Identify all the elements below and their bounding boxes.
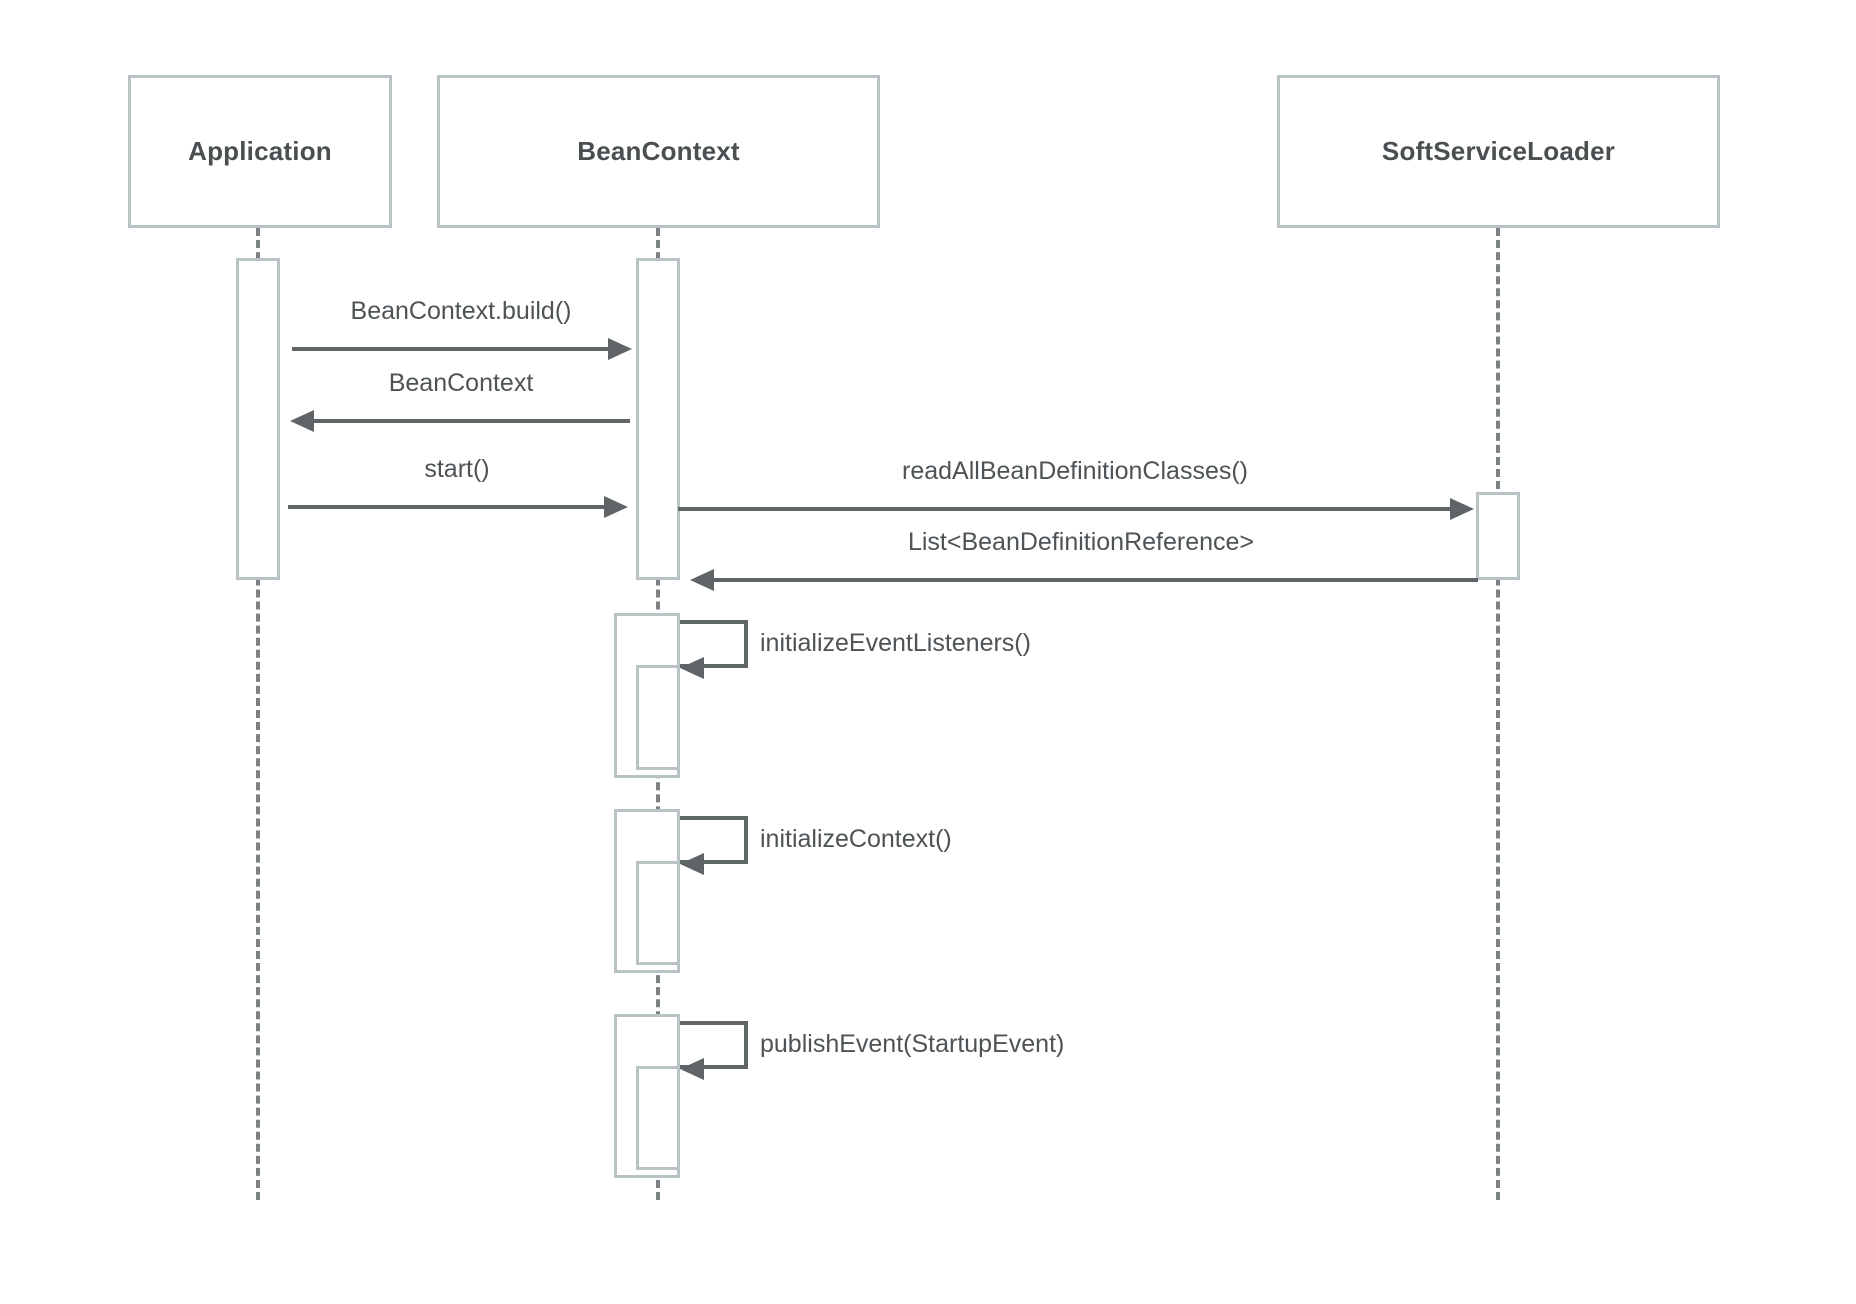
message-arrowhead-start (604, 496, 628, 518)
activation-beancontext-main[interactable] (636, 258, 680, 580)
selfcall-path-initialize-context[interactable] (680, 816, 748, 864)
selfcall-arrowhead-publish-event (680, 1058, 704, 1080)
message-line-start[interactable] (288, 505, 604, 509)
message-line-read-all-bean-definition-classes[interactable] (678, 507, 1450, 511)
activation-softserviceloader[interactable] (1476, 492, 1520, 580)
selfcall-label-initialize-context: initializeContext() (760, 825, 952, 853)
selfcall-label-initialize-event-listeners: initializeEventListeners() (760, 629, 1031, 657)
lifeline-application (256, 228, 260, 1200)
message-line-beancontext-return[interactable] (314, 419, 630, 423)
message-arrowhead-list-bean-definition-reference (690, 569, 714, 591)
activation-application[interactable] (236, 258, 280, 580)
activation-beancontext-inner-2[interactable] (636, 861, 680, 965)
message-label-beancontext-return: BeanContext (388, 369, 534, 397)
selfcall-path-publish-event[interactable] (680, 1021, 748, 1069)
selfcall-arrowhead-initialize-event-listeners (680, 657, 704, 679)
activation-beancontext-inner-3[interactable] (636, 1066, 680, 1170)
message-label-read-all-bean-definition-classes: readAllBeanDefinitionClasses() (902, 457, 1248, 485)
message-line-list-bean-definition-reference[interactable] (714, 578, 1478, 582)
participant-beancontext[interactable]: BeanContext (437, 75, 880, 228)
participant-label-application: Application (188, 136, 332, 166)
message-arrowhead-read-all-bean-definition-classes (1450, 498, 1474, 520)
selfcall-arrowhead-initialize-context (680, 853, 704, 875)
message-arrowhead-beancontext-build (608, 338, 632, 360)
participant-softserviceloader[interactable]: SoftServiceLoader (1277, 75, 1720, 228)
message-line-beancontext-build[interactable] (292, 347, 608, 351)
participant-label-beancontext: BeanContext (577, 136, 740, 166)
activation-beancontext-inner-1[interactable] (636, 665, 680, 770)
selfcall-path-initialize-event-listeners[interactable] (680, 620, 748, 668)
message-arrowhead-beancontext-return (290, 410, 314, 432)
message-label-start: start() (424, 455, 490, 483)
selfcall-label-publish-event: publishEvent(StartupEvent) (760, 1030, 1065, 1058)
lifeline-softserviceloader (1496, 228, 1500, 1200)
message-label-list-bean-definition-reference: List<BeanDefinitionReference> (907, 528, 1255, 556)
participant-label-softserviceloader: SoftServiceLoader (1381, 136, 1616, 166)
message-label-beancontext-build: BeanContext.build() (350, 297, 572, 325)
participant-application[interactable]: Application (128, 75, 392, 228)
